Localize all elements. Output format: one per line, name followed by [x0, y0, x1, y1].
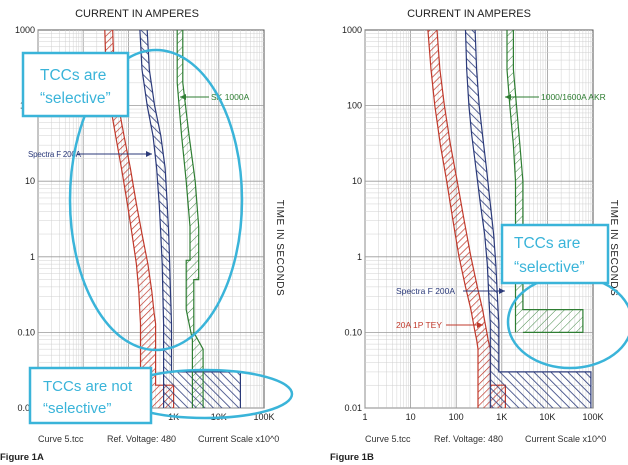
- svg-text:TCCs are: TCCs are: [514, 235, 580, 252]
- svg-text:TCCs are: TCCs are: [40, 67, 106, 84]
- footer-scale: Current Scale x10^0: [198, 434, 279, 444]
- figure-label: Figure 1A: [0, 452, 44, 463]
- curve-min-1000-1600a-akr: [506, 30, 517, 333]
- x-tick-label: 1: [362, 412, 367, 422]
- y-tick-label: 10: [352, 176, 362, 186]
- svg-text:Spectra F 200A: Spectra F 200A: [396, 286, 455, 296]
- footer-voltage: Ref. Voltage: 480: [434, 434, 503, 444]
- curve-min-20a-1p-tey: [427, 29, 479, 408]
- curve-min-spectra-f-200a: [464, 29, 491, 408]
- y-tick-label: 1: [30, 252, 35, 262]
- chart-title: CURRENT IN AMPERES: [407, 8, 531, 20]
- x-tick-label: 100K: [253, 412, 274, 422]
- curve-max-1000-1600a-akr: [512, 30, 584, 333]
- y-axis-label: TIME IN SECONDS: [608, 200, 619, 296]
- curve-band-sk-1000a: [177, 30, 204, 408]
- curve-max-sk-1000a: [182, 30, 204, 408]
- x-tick-label: 100K: [582, 412, 603, 422]
- y-tick-label: 0.10: [17, 327, 35, 337]
- x-tick-label: 1K: [496, 412, 507, 422]
- svg-text:SK 1000A: SK 1000A: [211, 92, 250, 102]
- callout-not-selective: TCCs are not “selective”: [28, 366, 153, 425]
- y-tick-label: 0.01: [344, 403, 362, 413]
- annotation-akr: 1000/1600A AKR: [505, 92, 606, 102]
- y-tick-label: 10: [25, 176, 35, 186]
- y-tick-label: 1: [357, 252, 362, 262]
- svg-text:Spectra F 200A: Spectra F 200A: [28, 150, 82, 159]
- x-tick-label: 10K: [539, 412, 555, 422]
- curve-max-spectra-f-200a: [474, 29, 592, 408]
- footer-file: Curve 5.tcc: [365, 434, 411, 444]
- selective-ellipse: [68, 48, 244, 352]
- x-tick-label: 100: [449, 412, 464, 422]
- y-tick-label: 0.01: [17, 403, 35, 413]
- footer-voltage: Ref. Voltage: 480: [107, 434, 176, 444]
- footer-file: Curve 5.tcc: [38, 434, 84, 444]
- figure-1a: CURRENT IN AMPERES 1101001K10K100K100010…: [0, 8, 294, 463]
- curve-band-1000-1600a-akr: [507, 30, 583, 333]
- curve-min-spectra-f-200a: [139, 29, 165, 408]
- svg-text:20A 1P TEY: 20A 1P TEY: [396, 320, 442, 330]
- svg-text:“selective”: “selective”: [514, 259, 585, 276]
- tick-labels: 1 10 100 1K 10K 100K 1000 100 10 1 0.10 0.01: [342, 25, 604, 422]
- annotation-20a-1p-tey: 20A 1P TEY: [396, 320, 483, 330]
- curve-band-spectra-f-200a: [139, 30, 241, 408]
- y-axis-label: TIME IN SECONDS: [274, 200, 285, 296]
- figure-label: Figure 1B: [330, 452, 374, 463]
- annotation-sk-1000a: SK 1000A: [180, 92, 250, 102]
- svg-text:“selective”: “selective”: [43, 400, 111, 417]
- callout-selective: TCCs are “selective”: [21, 51, 130, 118]
- svg-text:1000/1600A AKR: 1000/1600A AKR: [541, 92, 606, 102]
- x-tick-label: 10: [406, 412, 416, 422]
- callout-selective: TCCs are “selective”: [500, 223, 610, 285]
- svg-text:TCCs are not: TCCs are not: [43, 378, 133, 395]
- curve-min-sk-1000a: [176, 30, 193, 408]
- y-tick-label: 100: [347, 101, 362, 111]
- y-tick-label: 1000: [342, 25, 362, 35]
- chart-title: CURRENT IN AMPERES: [75, 8, 199, 20]
- annotation-spectra-f-200a: Spectra F 200A: [396, 286, 505, 296]
- y-tick-label: 1000: [15, 25, 35, 35]
- y-tick-label: 0.10: [344, 327, 362, 337]
- annotation-spectra-f-200a: Spectra F 200A: [28, 150, 152, 159]
- footer-scale: Current Scale x10^0: [525, 434, 606, 444]
- svg-text:“selective”: “selective”: [40, 90, 111, 107]
- curve-band-spectra-f-200a: [465, 30, 591, 408]
- curves: [427, 29, 592, 408]
